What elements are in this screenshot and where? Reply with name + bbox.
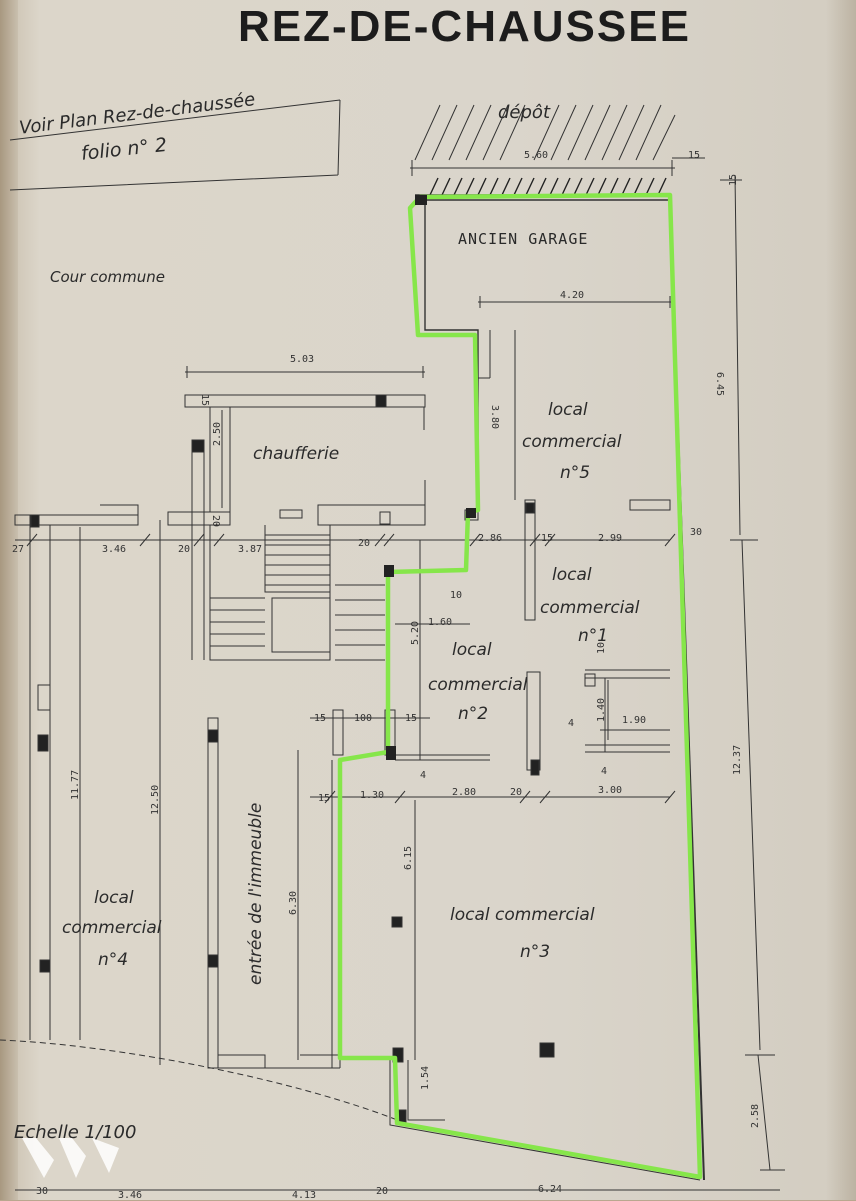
- dim-15-g: 15: [318, 793, 331, 804]
- dim-line-154: [407, 1060, 445, 1121]
- dim-130: 1.30: [360, 790, 385, 801]
- dim-20-c: 20: [358, 538, 371, 549]
- dim-10-b: 10: [596, 641, 607, 654]
- garage-wall-hatch: [429, 177, 667, 196]
- label-local1-line3: n°1: [578, 626, 609, 646]
- highlight-boundary: [337, 192, 703, 1180]
- dim-160: 1.60: [428, 617, 453, 628]
- dim-380: 3.80: [489, 405, 500, 430]
- label-local4-line2: commercial: [62, 918, 162, 938]
- dim-20-d: 20: [510, 787, 523, 798]
- dim-624-bottom: 6.24: [538, 1184, 563, 1195]
- dim-560: 5.60: [524, 150, 549, 161]
- dim-346-bottom: 3.46: [118, 1190, 143, 1201]
- dim-20-b: 20: [210, 515, 221, 528]
- watermark-logo: [22, 1138, 119, 1178]
- dim-1177: 11.77: [70, 769, 81, 800]
- label-local1-line1: local: [552, 565, 592, 585]
- label-entree-immeuble: entrée de l'immeuble: [246, 802, 266, 985]
- label-chaufferie: chaufferie: [253, 444, 340, 464]
- dim-1250: 12.50: [150, 784, 161, 815]
- dim-10-a: 10: [450, 590, 463, 601]
- label-local5-line3: n°5: [560, 463, 591, 483]
- dim-190: 1.90: [622, 715, 647, 726]
- dim-4-c: 4: [420, 770, 427, 781]
- dim-630: 6.30: [288, 890, 299, 915]
- dim-15-e: 15: [314, 713, 327, 724]
- dim-387: 3.87: [238, 544, 263, 555]
- dim-30-bottom: 30: [36, 1186, 49, 1197]
- label-local2-line2: commercial: [428, 675, 528, 695]
- dim-300: 3.00: [598, 785, 623, 796]
- dim-503: 5.03: [290, 354, 315, 365]
- dim-140: 1.40: [596, 697, 607, 722]
- label-local4-line1: local: [94, 888, 134, 908]
- dim-line-645: [720, 174, 742, 536]
- staircase: [209, 525, 385, 661]
- page-edge-shadow: [826, 0, 856, 1200]
- dim-line-503: [185, 366, 425, 378]
- label-scale: Echelle 1/100: [14, 1122, 137, 1143]
- dim-413-bottom: 4.13: [292, 1190, 317, 1201]
- binding-spine: [0, 0, 18, 1200]
- dim-520: 5.20: [410, 620, 421, 645]
- label-local2-line1: local: [452, 640, 492, 660]
- dim-15-top: 15: [688, 150, 701, 161]
- dim-27: 27: [12, 544, 25, 555]
- dim-30-right: 30: [690, 527, 703, 538]
- label-local4-line3: n°4: [98, 950, 129, 970]
- dim-line-560: [410, 160, 675, 176]
- label-local3-line2: n°3: [520, 942, 551, 962]
- dim-20-a: 20: [178, 544, 191, 555]
- dim-286: 2.86: [478, 533, 503, 544]
- dim-4-a: 4: [568, 718, 575, 729]
- label-local2-line3: n°2: [458, 704, 489, 724]
- label-depot: dépôt: [498, 102, 550, 123]
- dim-420: 4.20: [560, 290, 585, 301]
- dim-645: 6.45: [714, 372, 725, 397]
- label-local1-line2: commercial: [540, 598, 640, 618]
- dim-154: 1.54: [420, 1065, 431, 1090]
- dim-20-bottom: 20: [376, 1186, 389, 1197]
- dim-250: 2.50: [212, 421, 223, 446]
- label-local5-line1: local: [548, 400, 588, 420]
- note-frame: [9, 99, 341, 191]
- dim-346: 3.46: [102, 544, 127, 555]
- dim-1237: 12.37: [732, 744, 743, 775]
- dim-15-right: 15: [728, 173, 739, 186]
- dim-100: 100: [354, 713, 373, 724]
- dim-4-b: 4: [601, 766, 608, 777]
- dim-15-chauff: 15: [199, 394, 210, 407]
- dim-258: 2.58: [750, 1103, 761, 1128]
- dim-615: 6.15: [403, 845, 414, 870]
- depot-hatch: [414, 104, 676, 161]
- label-local5-line2: commercial: [522, 432, 622, 452]
- dim-line-1237: [730, 539, 761, 1051]
- dim-15-f: 15: [405, 713, 418, 724]
- label-cour-commune: Cour commune: [50, 268, 165, 286]
- dim-15-mid: 15: [541, 533, 554, 544]
- dim-299: 2.99: [598, 533, 623, 544]
- label-local3-line1: local commercial: [450, 905, 595, 925]
- dim-line-420: [478, 296, 672, 308]
- page-title: REZ-DE-CHAUSSEE: [238, 2, 691, 51]
- label-ancien-garage: ANCIEN GARAGE: [458, 230, 589, 248]
- dim-280: 2.80: [452, 787, 477, 798]
- dim-line-258: [745, 1054, 785, 1171]
